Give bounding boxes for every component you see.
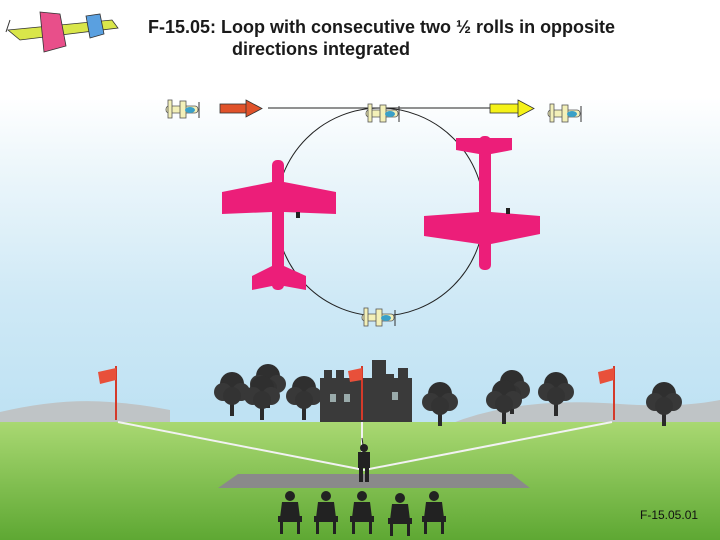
tree-icon: [244, 364, 286, 420]
flag-icon-right: [598, 366, 615, 420]
arrow-right-icon: [489, 99, 535, 118]
sightline-left: [117, 421, 365, 471]
arrow-right-icon: [219, 99, 263, 118]
hills-left: [0, 401, 170, 424]
aircraft-icon: [222, 160, 336, 290]
aerobatic-plane-logo-icon: [5, 11, 119, 53]
sightline-right: [363, 421, 613, 471]
aircraft-icon: [361, 307, 396, 327]
aircraft-icon: [547, 103, 582, 123]
page-title: F-15.05: Loop with consecutive two ½ rol…: [148, 16, 688, 60]
title-line-1: F-15.05: Loop with consecutive two ½ rol…: [148, 17, 616, 37]
tree-icon: [286, 376, 322, 420]
flag-icon-left: [98, 366, 117, 420]
flag-icon-center: [348, 366, 363, 420]
aircraft-icon: [424, 136, 540, 270]
pilot-icon: [358, 437, 370, 482]
runway: [218, 474, 530, 488]
tree-icon: [422, 382, 458, 426]
aircraft-icon: [165, 99, 200, 119]
title-line-2: directions integrated: [232, 39, 411, 59]
figure-id: F-15.05.01: [640, 508, 699, 522]
aircraft-icon: [365, 103, 400, 123]
castle-icon: [320, 360, 412, 422]
